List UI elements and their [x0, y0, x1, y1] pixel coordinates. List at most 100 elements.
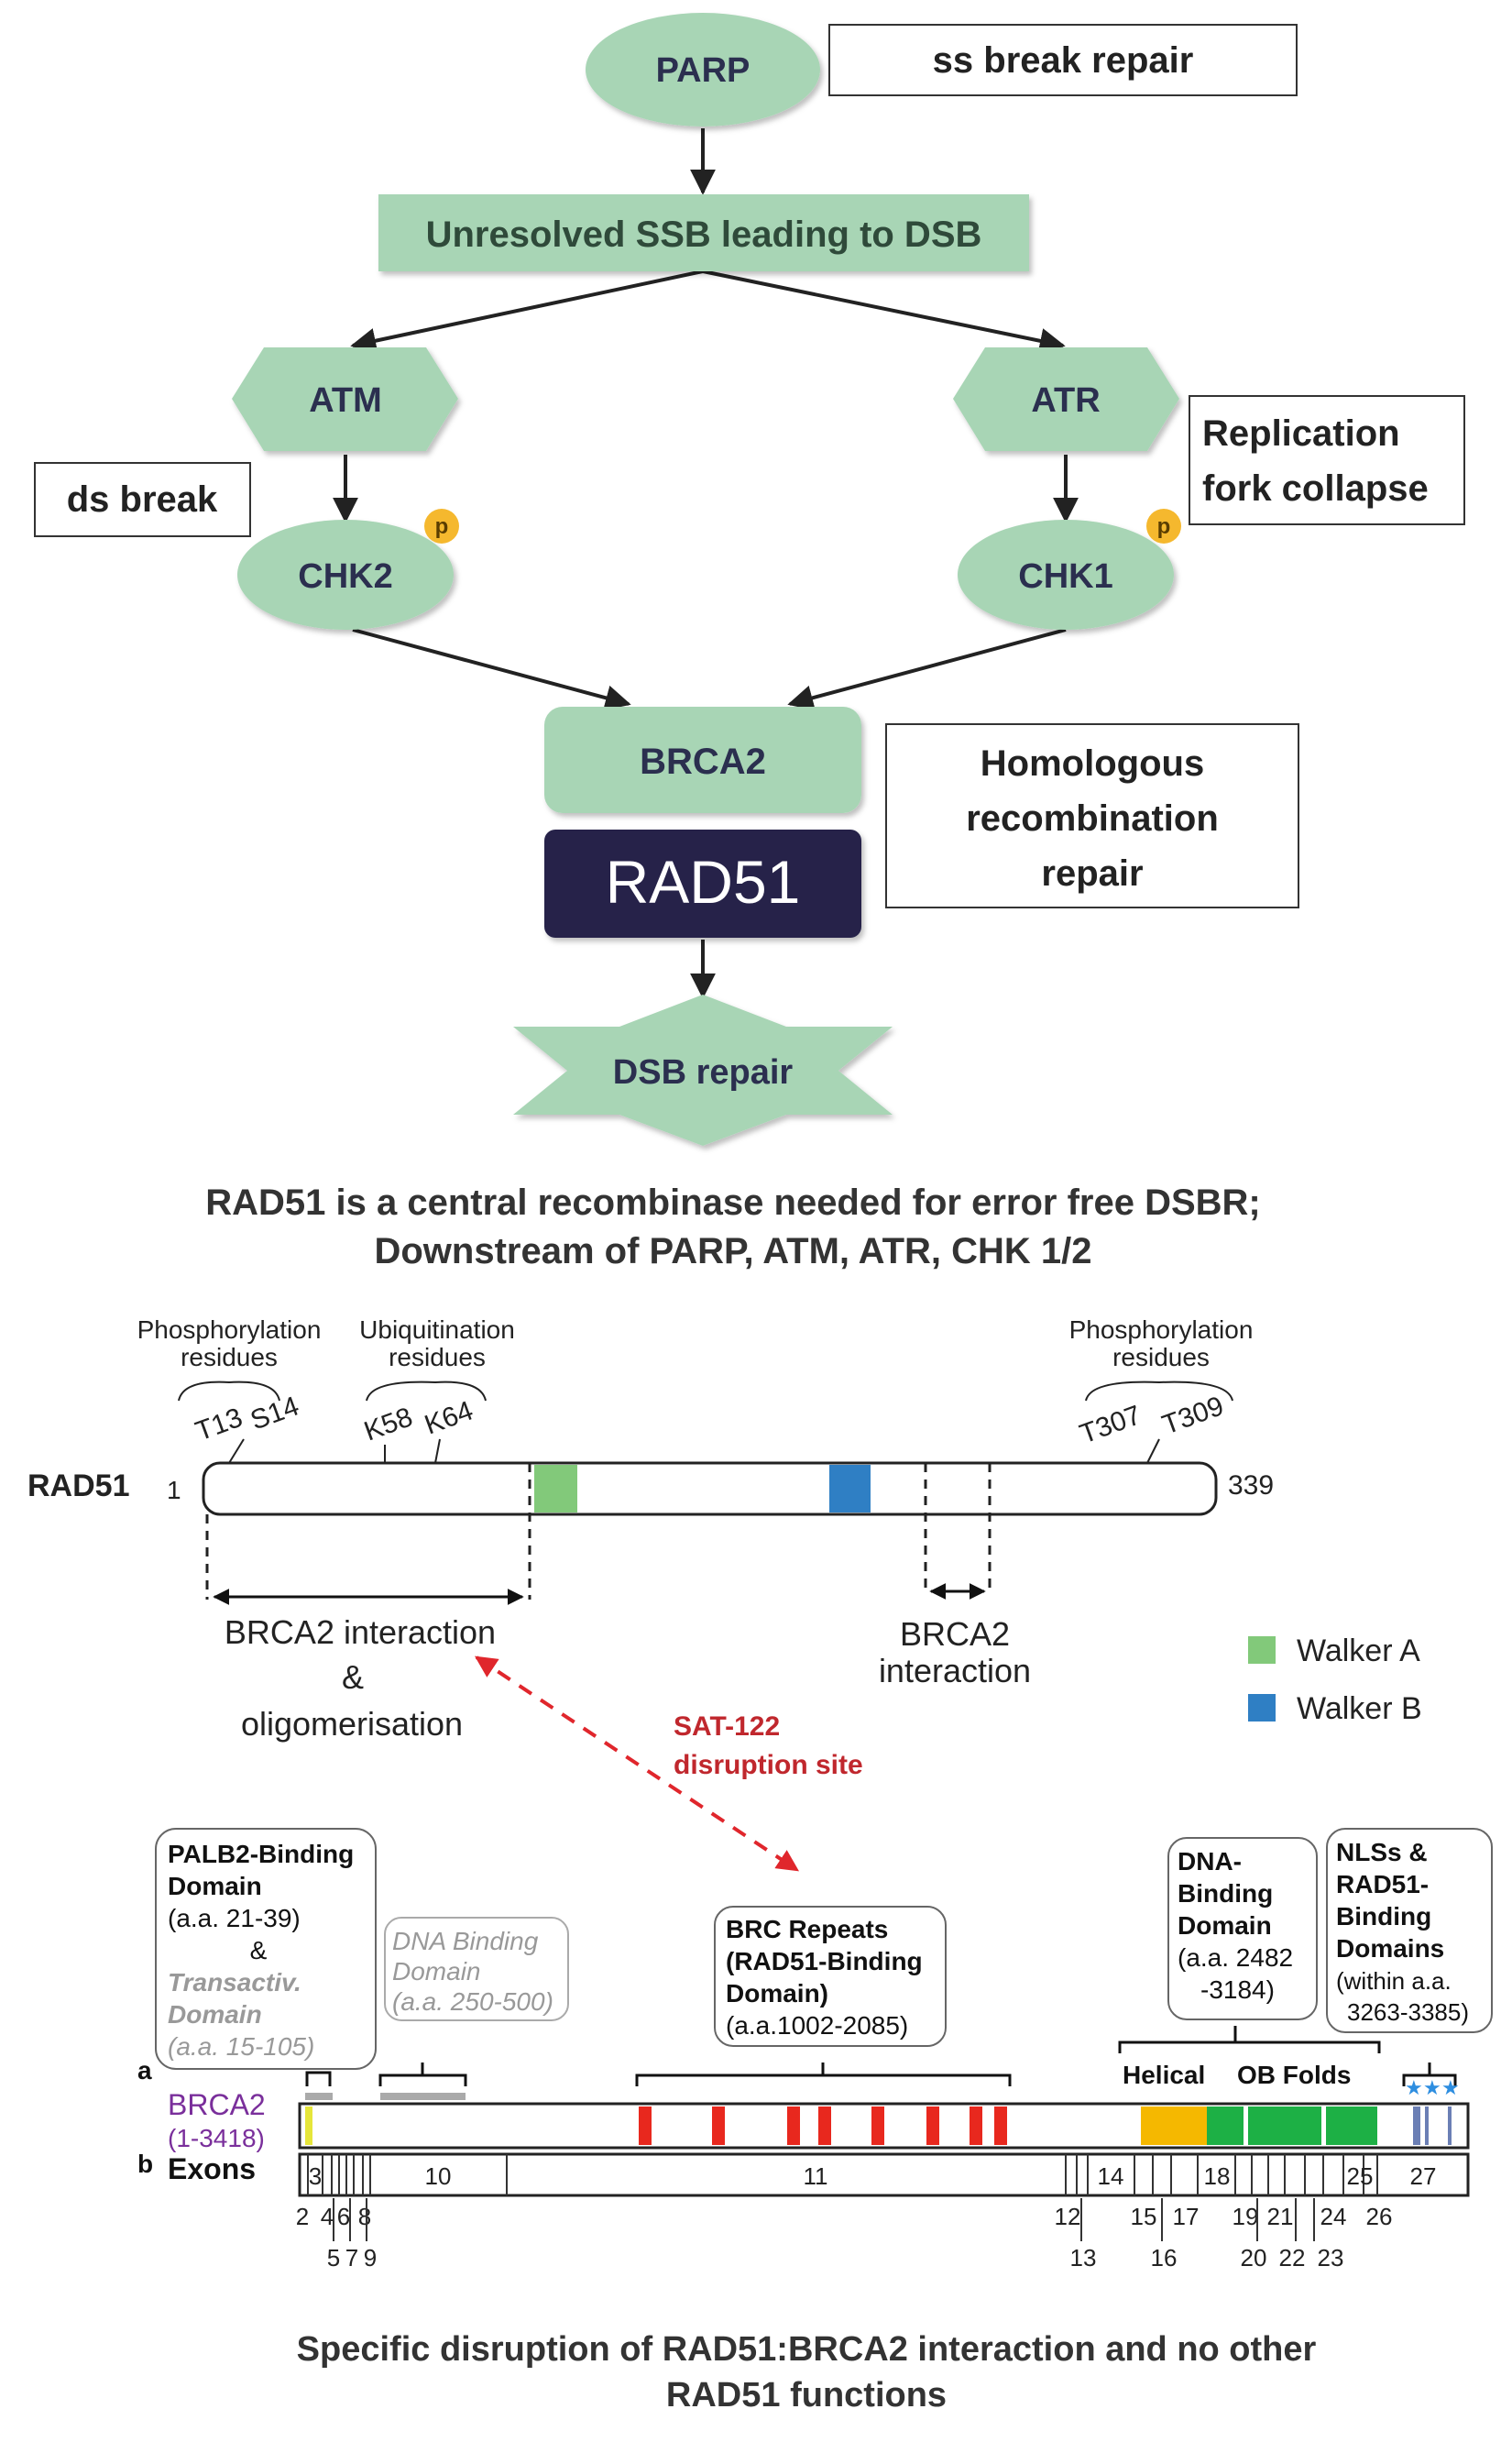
chk2-phospho-label: p [435, 514, 449, 539]
dna-binding-line5: -3184) [1200, 1975, 1275, 2004]
nls-line6: 3263-3385) [1347, 1998, 1469, 2026]
parp-node [586, 13, 820, 126]
exon-label-3: 3 [309, 2162, 322, 2190]
disruption-line2: disruption site [674, 1750, 863, 1780]
hr-repair-line3: repair [1041, 853, 1143, 894]
dna-binding-grey-line2: Domain [392, 1957, 480, 1986]
palb2-domain [305, 2106, 312, 2145]
brc-repeat-2 [712, 2106, 725, 2145]
walker-b-domain [829, 1465, 871, 1512]
exon-inside-labels: 3 10 11 14 18 25 27 [309, 2162, 1437, 2190]
atm-label: ATM [309, 381, 382, 420]
nls-bracket [1402, 2062, 1457, 2086]
rad51-node [544, 830, 861, 938]
helical-label: Helical [1123, 2061, 1205, 2089]
exons-label: Exons [168, 2152, 256, 2185]
fork-collapse-line2: fork collapse [1202, 468, 1429, 509]
residue-s14: S14 [247, 1391, 302, 1436]
phos-left-brace [178, 1380, 280, 1402]
exon-num-13: 13 [1070, 2244, 1097, 2272]
legend-walker-a-label: Walker A [1297, 1634, 1420, 1668]
palb2-bracket [305, 2071, 332, 2086]
exon-num-9: 9 [364, 2244, 377, 2272]
palb2-line5: Transactiv. [168, 1968, 301, 1996]
nls-domain-3 [1448, 2106, 1452, 2145]
nls-domain-2 [1425, 2106, 1429, 2145]
residue-k58: K58 [360, 1402, 416, 1446]
arrow-chk1-to-brca2 [787, 628, 1067, 710]
rad51-label: RAD51 [606, 848, 801, 916]
rad51-domain-map: RAD51 1 339 Phosphorylation residues Ubi… [27, 1315, 1422, 1872]
interaction-right-line1: BRCA2 [900, 1615, 1010, 1653]
ssb-to-dsb-node [378, 194, 1029, 271]
dna-binding-grey-callout [384, 1917, 569, 2021]
ubiq-brace [366, 1380, 487, 1402]
disruption-line1: SAT-122 [674, 1711, 780, 1742]
brc-repeat-4 [818, 2106, 831, 2145]
panel-a-label: a [137, 2056, 152, 2084]
exon-num-21: 21 [1267, 2203, 1294, 2230]
palb2-line3: (a.a. 21-39) [168, 1904, 301, 1932]
brca2-protein-range: (1-3418) [168, 2124, 265, 2152]
nls-star-icon-3: ★ [1441, 2076, 1460, 2099]
phos-right-brace [1085, 1380, 1233, 1402]
exon-num-8: 8 [358, 2203, 371, 2230]
nls-domain-1 [1413, 2106, 1420, 2145]
final-caption-line2: RAD51 functions [666, 2376, 947, 2414]
nls-line1: NLSs & [1336, 1838, 1428, 1866]
exon-num-2: 2 [296, 2203, 309, 2230]
atr-node [953, 347, 1179, 451]
dna-binding-grey-line3: (a.a. 250-500) [392, 1987, 553, 2016]
brca2-domain-map: PALB2-Binding Domain (a.a. 21-39) & Tran… [137, 1828, 1493, 2414]
flowchart-caption-line1: RAD51 is a central recombinase needed fo… [205, 1182, 1261, 1223]
brc-line1: BRC Repeats [726, 1915, 888, 1943]
palb2-grey-bar [305, 2093, 333, 2100]
dna-binding-grey-line1: DNA Binding [392, 1927, 539, 1955]
chk2-phospho-badge [424, 509, 459, 544]
exon-label-25: 25 [1347, 2162, 1374, 2190]
exon-num-12: 12 [1055, 2203, 1081, 2230]
chk2-label: CHK2 [298, 557, 392, 596]
palb2-callout [155, 1828, 377, 2070]
palb2-line1: PALB2-Binding [168, 1840, 354, 1868]
rad51-map-start: 1 [167, 1476, 181, 1504]
exon-num-20: 20 [1241, 2244, 1267, 2272]
ss-break-note [828, 24, 1298, 96]
disruption-arrow [474, 1656, 800, 1872]
ubiq-line1: Ubiquitination [359, 1315, 515, 1344]
phos-left-line2: residues [181, 1343, 278, 1371]
exon-label-18: 18 [1204, 2162, 1231, 2190]
panel-b-label: b [137, 2150, 153, 2178]
brca2-node [544, 707, 861, 813]
exon-label-14: 14 [1098, 2162, 1124, 2190]
chk1-node [958, 520, 1174, 630]
brc-bracket [635, 2062, 1012, 2086]
nls-line3: Binding [1336, 1902, 1431, 1930]
exon-bottom-ticks [333, 2198, 1315, 2241]
exon-num-16: 16 [1151, 2244, 1178, 2272]
dna-binding-grey-bracket [378, 2062, 467, 2086]
arrow-ssb-to-atm [350, 270, 704, 354]
rad51-map-protein-label: RAD51 [27, 1468, 129, 1503]
brc-line3: Domain) [726, 1979, 828, 2008]
dna-binding-grey-bar [380, 2093, 466, 2100]
final-caption-line1: Specific disruption of RAD51:BRCA2 inter… [297, 2330, 1317, 2369]
ds-break-note [34, 462, 251, 537]
nls-line2: RAD51- [1336, 1870, 1429, 1898]
brca2-label: BRCA2 [640, 742, 766, 782]
ubiq-line2: residues [389, 1343, 486, 1371]
atm-node [232, 347, 458, 451]
brc-callout [714, 1906, 947, 2047]
legend-walker-a-swatch [1248, 1636, 1276, 1664]
phos-right-line1: Phosphorylation [1069, 1315, 1254, 1344]
exon-bottom-row: 5 7 9 13 16 20 22 23 [327, 2244, 1344, 2272]
exon-num-24: 24 [1320, 2203, 1347, 2230]
atr-label: ATR [1031, 381, 1100, 420]
ssb-to-dsb-label: Unresolved SSB leading to DSB [426, 214, 982, 255]
brca2-protein-label: BRCA2 [168, 2088, 266, 2121]
ds-break-note-text: ds break [67, 479, 218, 520]
dna-binding-line1: DNA- [1178, 1847, 1242, 1876]
brc-line2: (RAD51-Binding [726, 1947, 923, 1975]
residue-t309: T309 [1158, 1391, 1228, 1440]
